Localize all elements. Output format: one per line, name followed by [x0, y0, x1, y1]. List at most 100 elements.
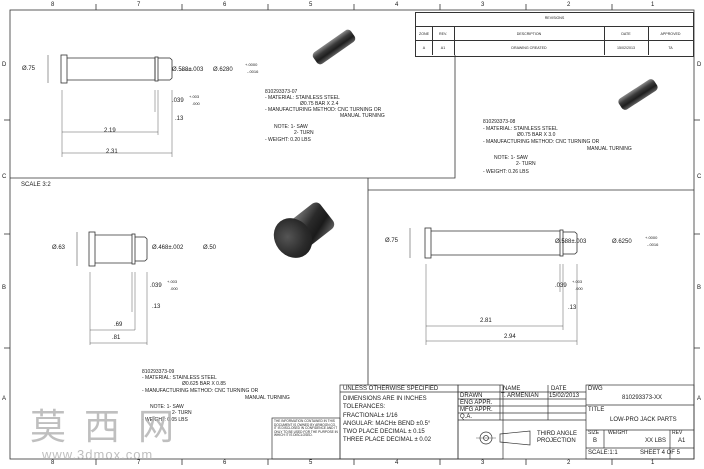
- spec-line-5: TWO PLACE DECIMAL ± 0.15: [343, 429, 425, 435]
- bl-dia-mid: Ø.468±.002: [152, 245, 184, 251]
- bl-part-number: 810293373-09: [142, 369, 175, 375]
- rev-zone: A: [422, 46, 426, 50]
- bl-groove-dn: .000: [170, 286, 178, 291]
- br-tol-dn: -.0016: [647, 242, 659, 247]
- projection-line-1: PROJECTION: [537, 438, 576, 444]
- br-groove-up: +.003: [572, 279, 583, 284]
- tl-tol-dn: -.0016: [247, 69, 259, 74]
- zone-bottom-4: 4: [395, 460, 399, 466]
- tl-note-0: - MATERIAL: STAINLESS STEEL: [265, 95, 340, 101]
- rev-header-description: DESCRIPTION: [516, 32, 542, 36]
- revisions-row: A A1 DRAWING CREATED 15/02/2013 TA: [416, 40, 693, 56]
- title-label: TITLE: [588, 407, 605, 413]
- watermark-url: www.3dmox.com: [42, 447, 154, 462]
- bl-dia-left: Ø.63: [52, 245, 66, 251]
- tl-groove-dn: .000: [192, 101, 200, 106]
- eng-appr-label: ENG APPR.: [460, 400, 493, 406]
- rev-description: DRAWING CREATED: [511, 46, 547, 50]
- tl-note-6: - WEIGHT: 0.20 LBS: [265, 137, 311, 143]
- br-groove: .039: [555, 283, 567, 289]
- bl-dia-right: Ø.50: [203, 245, 217, 251]
- rev-header-date: DATE: [621, 32, 631, 36]
- zone-bottom-8: 8: [51, 460, 55, 466]
- bl-note-5: 2- TURN: [172, 410, 192, 416]
- bl-note-6: - WEIGHT: 0.05 LBS: [142, 417, 188, 423]
- dwg-label: DWG: [588, 386, 603, 392]
- watermark-char-2: 网: [138, 407, 175, 448]
- watermark-char-0: 莫: [30, 407, 67, 448]
- revisions-title: REVISIONS: [544, 16, 565, 20]
- zone-right-b: B: [697, 285, 702, 291]
- br-tol-up: +.0000: [645, 235, 658, 240]
- weight-label: WEIGHT: [608, 430, 628, 436]
- tl-step: .13: [175, 116, 184, 122]
- tr-note-6: - WEIGHT: 0.26 LBS: [483, 169, 529, 175]
- zone-bottom-6: 6: [223, 460, 227, 466]
- watermark-char-1: 西: [84, 407, 121, 448]
- bl-len1: .69: [114, 322, 123, 328]
- rev-header-approved: APPROVED: [660, 32, 681, 36]
- tl-len1: 2.19: [104, 128, 116, 134]
- drawn-label: DRAWN: [460, 393, 483, 399]
- spec-line-2: TOLERANCES:: [343, 404, 386, 410]
- br-dia-left: Ø.75: [385, 238, 399, 244]
- tl-note-1: Ø0.75 BAR X 2.4: [300, 101, 339, 107]
- tl-dia-left: Ø.75: [22, 66, 36, 72]
- spec-line-0: UNLESS OTHERWISE SPECIFIED: [343, 386, 439, 392]
- tr-note-5: 2- TURN: [516, 161, 536, 167]
- bl-note-3: MANUAL TURNING: [245, 395, 290, 401]
- projection-line-0: THIRD ANGLE: [537, 431, 578, 437]
- zone-left-b: B: [2, 285, 7, 291]
- spec-line-4: ANGULAR: MACH± BEND ±0.5°: [343, 421, 431, 427]
- bl-scale: SCALE 3:2: [21, 182, 51, 188]
- zone-left-a: A: [2, 396, 7, 402]
- drawn-name: T. ARMENIAN: [501, 393, 539, 399]
- rev-date: 15/02/2013: [617, 46, 635, 50]
- tl-note-4: NOTE: 1- SAW: [274, 124, 308, 130]
- br-groove-dn: .000: [575, 286, 583, 291]
- rev-header-zone: ZONE: [419, 32, 429, 36]
- zone-bottom-5: 5: [309, 460, 313, 466]
- mfg-appr-label: MFG APPR.: [460, 407, 493, 413]
- bl-note-1: Ø0.625 BAR X 0.85: [182, 381, 226, 387]
- title-block-frame: [271, 384, 695, 460]
- tl-note-3: MANUAL TURNING: [340, 113, 385, 119]
- zone-top-6: 6: [223, 2, 227, 8]
- zone-right-c: C: [697, 174, 702, 180]
- br-len1: 2.81: [480, 318, 492, 324]
- weight-value: XX LBS: [645, 438, 667, 444]
- br-step: .13: [568, 305, 577, 311]
- drawing-title: LOW-PRO JACK PARTS: [610, 417, 677, 423]
- bl-note-2: - MANUFACTURING METHOD: CNC TURNING OR: [142, 388, 259, 394]
- tl-part-number: 810293373-07: [265, 89, 298, 95]
- drawn-date: 15/02/2013: [549, 393, 580, 399]
- zone-top-3: 3: [481, 2, 485, 8]
- confidentiality-note: THE INFORMATION CONTAINED IN THIS DOCUME…: [274, 419, 338, 438]
- revisions-header-row: ZONE REV. DESCRIPTION DATE APPROVED: [416, 26, 693, 41]
- bl-groove: .039: [150, 283, 162, 289]
- tl-tol-up: +.0000: [245, 62, 258, 67]
- zone-top-2: 2: [567, 2, 571, 8]
- tl-len2: 2.31: [106, 149, 118, 155]
- tl-note-2: - MANUFACTURING METHOD: CNC TURNING OR: [265, 107, 382, 113]
- zone-top-4: 4: [395, 2, 399, 8]
- name-header: NAME: [503, 386, 521, 392]
- part-08-profile: [409, 227, 578, 345]
- zone-top-1: 1: [651, 2, 655, 8]
- scale-value: SCALE:1:1: [588, 450, 618, 456]
- bl-note-0: - MATERIAL: STAINLESS STEEL: [142, 375, 217, 381]
- spec-line-3: FRACTIONAL± 1/16: [343, 413, 398, 419]
- zone-left-d: D: [2, 62, 7, 68]
- date-header: DATE: [551, 386, 567, 392]
- br-dia-mid: Ø.588±.003: [555, 239, 587, 245]
- zone-bottom-3: 3: [481, 460, 485, 466]
- sheet-value: SHEET 4 OF 5: [640, 450, 680, 456]
- bl-note-4: NOTE: 1- SAW: [150, 404, 184, 410]
- bl-len2: .81: [112, 335, 121, 341]
- spec-line-6: THREE PLACE DECIMAL ± 0.02: [343, 437, 432, 443]
- part-09-profile: [76, 231, 148, 345]
- br-len2: 2.94: [504, 334, 516, 340]
- tl-groove: .039: [172, 98, 184, 104]
- tl-dia-right: Ø.6280: [213, 67, 233, 73]
